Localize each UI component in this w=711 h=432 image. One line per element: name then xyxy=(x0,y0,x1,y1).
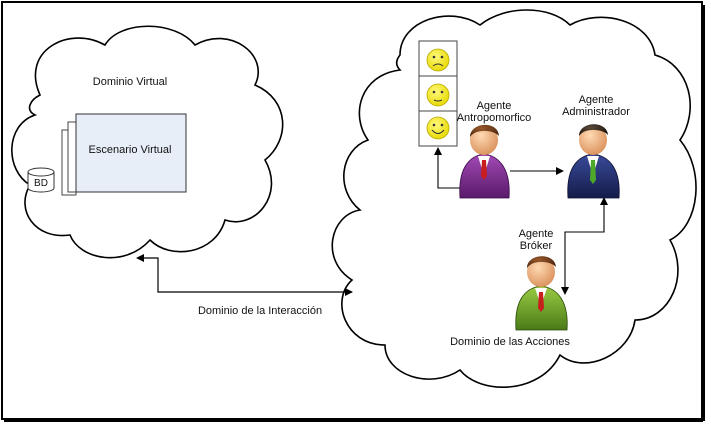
admin-agent-label-line2: Administrador xyxy=(562,106,630,118)
anthropomorphic-agent-label-line1: Agente xyxy=(476,100,512,112)
broker-agent-label-line2: Bróker xyxy=(519,240,553,252)
anthropomorphic-agent-icon[interactable] xyxy=(459,124,510,199)
database-icon[interactable] xyxy=(27,167,55,193)
admin-agent-icon[interactable] xyxy=(567,124,620,199)
database-label: BD xyxy=(34,178,48,189)
interaction-connector xyxy=(136,254,353,296)
sad-face-icon xyxy=(426,48,450,72)
virtual-domain-title: Dominio Virtual xyxy=(92,76,168,88)
agent-to-emotion-arrow xyxy=(434,147,468,189)
broker-admin-connector xyxy=(561,197,608,295)
anthropomorphic-agent-label-line2: Antropomorfico xyxy=(456,112,532,124)
interaction-domain-label: Dominio de la Interacción xyxy=(197,305,323,317)
neutral-face-icon xyxy=(426,83,450,107)
admin-agent-label-line1: Agente xyxy=(578,94,614,106)
happy-face-icon xyxy=(426,116,450,140)
broker-agent-icon[interactable] xyxy=(515,256,568,331)
actions-domain-title: Dominio de las Acciones xyxy=(450,336,570,348)
scenario-virtual-box[interactable] xyxy=(75,113,187,193)
broker-agent-label-line1: Agente xyxy=(518,228,554,240)
scenario-virtual-label: Escenario Virtual xyxy=(88,144,172,156)
